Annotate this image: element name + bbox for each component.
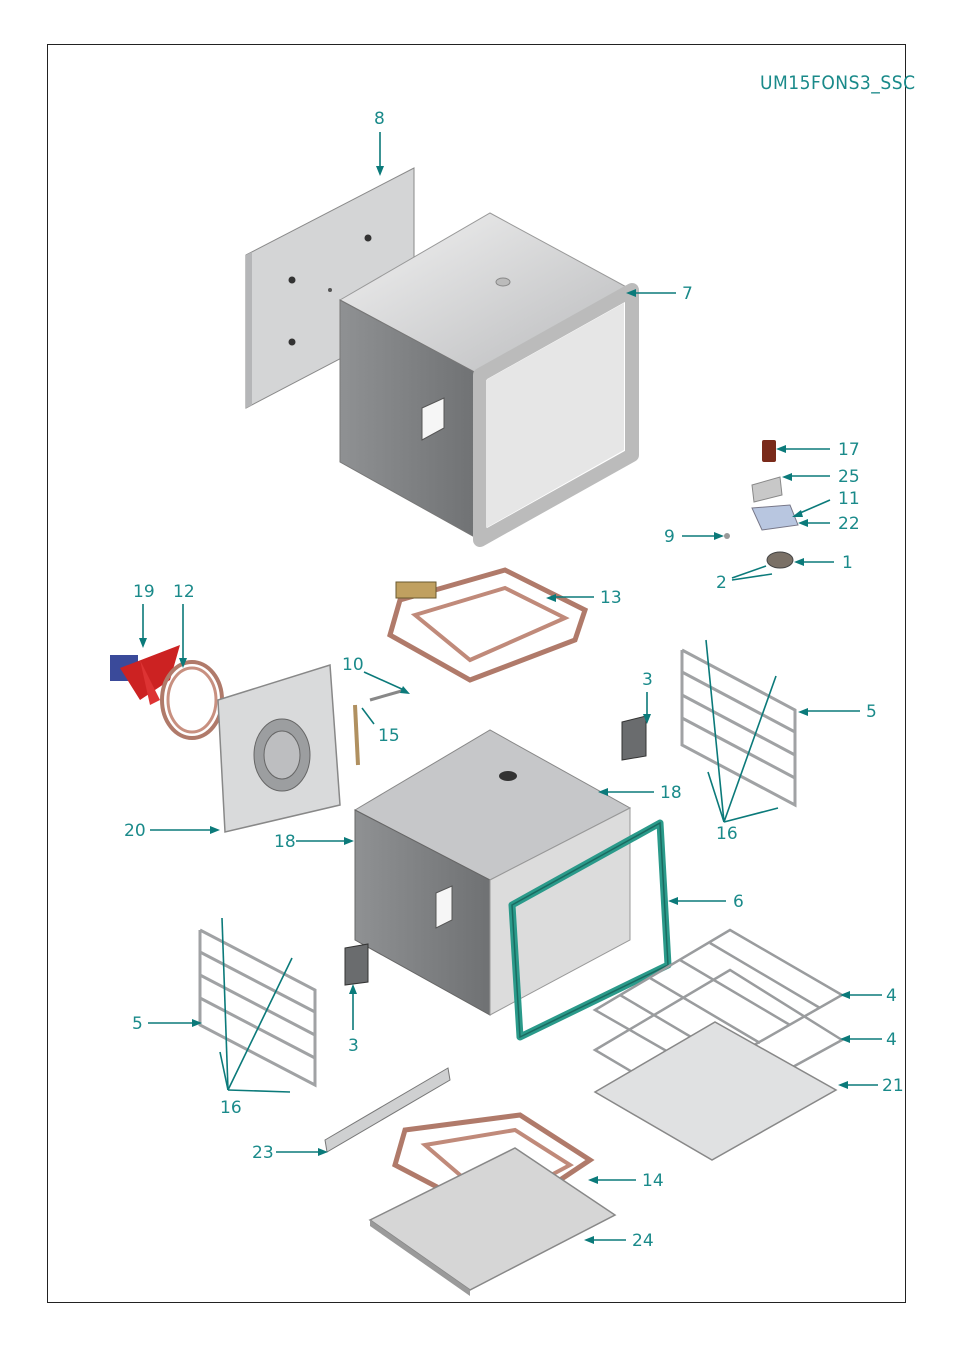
callout-23: 23 <box>252 1143 274 1163</box>
callout-7: 7 <box>682 284 693 304</box>
lamp-holder-part <box>766 551 794 569</box>
callout-22: 22 <box>838 514 860 534</box>
sensor-part <box>353 688 406 766</box>
callouts: 8 7 17 25 11 22 9 1 2 13 <box>124 109 904 1251</box>
callout-18-right: 18 <box>660 783 682 803</box>
callout-13: 13 <box>600 588 622 608</box>
callout-1: 1 <box>842 553 853 573</box>
callout-24: 24 <box>632 1231 654 1251</box>
callout-18-left: 18 <box>274 832 296 852</box>
callout-5-right: 5 <box>866 702 877 722</box>
callout-15: 15 <box>378 726 400 746</box>
bracket-part <box>751 476 783 503</box>
door-gasket-part <box>508 819 672 1041</box>
callout-4-lower: 4 <box>886 1030 897 1050</box>
callout-2: 2 <box>716 573 727 593</box>
callout-16-right: 16 <box>716 824 738 844</box>
callout-5-left: 5 <box>132 1014 143 1034</box>
shelf-support-right-part <box>680 648 797 808</box>
callout-14: 14 <box>642 1171 664 1191</box>
callout-8: 8 <box>374 109 385 129</box>
outer-casing-part <box>338 212 639 547</box>
lamp-part <box>751 504 799 531</box>
callout-21: 21 <box>882 1076 904 1096</box>
fan-cover-part <box>217 664 341 833</box>
drawing-frame <box>47 44 906 1303</box>
callout-19: 19 <box>133 582 155 602</box>
callout-3-lower: 3 <box>348 1036 359 1056</box>
top-heating-element-part <box>387 567 589 683</box>
callout-4-upper: 4 <box>886 986 897 1006</box>
callout-9: 9 <box>664 527 675 547</box>
callout-6: 6 <box>733 892 744 912</box>
baking-tray-part <box>593 1021 838 1161</box>
callout-11: 11 <box>838 489 860 509</box>
callout-25: 25 <box>838 467 860 487</box>
callout-12: 12 <box>173 582 195 602</box>
callout-3-upper: 3 <box>642 670 653 690</box>
front-bar-part <box>324 1067 451 1153</box>
callout-16-left: 16 <box>220 1098 242 1118</box>
fan-motor-part <box>110 645 180 705</box>
callout-10: 10 <box>342 655 364 675</box>
lamp-cover-parts <box>344 715 647 986</box>
callout-20: 20 <box>124 821 146 841</box>
thermostat-part <box>762 440 776 462</box>
circular-heating-element-part <box>160 660 224 740</box>
bottom-cover-part <box>368 1147 617 1296</box>
model-code: UM15FONS3_SSC <box>760 72 916 94</box>
callout-17: 17 <box>838 440 860 460</box>
shelf-support-left-part <box>198 928 317 1088</box>
small-components <box>724 440 799 569</box>
inner-cavity-part <box>353 729 632 1016</box>
screw-part <box>724 533 730 539</box>
